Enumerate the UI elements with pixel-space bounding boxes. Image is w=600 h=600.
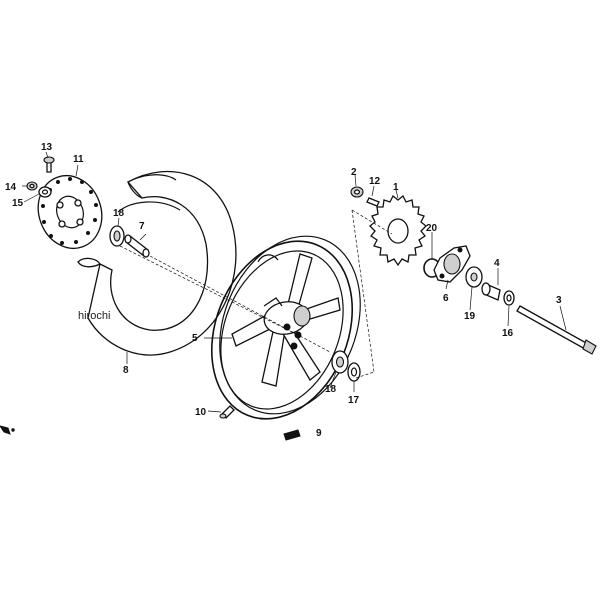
- callout-13: 13: [41, 142, 53, 153]
- callout-16: 16: [502, 328, 514, 339]
- callout-19: 19: [464, 311, 476, 322]
- assembly-guide-lines: [119, 209, 393, 379]
- callout-3: 3: [556, 295, 562, 306]
- brake-disc: [37, 175, 103, 249]
- leader-lines: [22, 151, 567, 413]
- callout-15: 15: [12, 198, 24, 209]
- tire: [77, 170, 237, 356]
- sprocket-nut: [350, 186, 364, 198]
- callout-9: 9: [316, 428, 322, 439]
- wheel: [210, 235, 361, 420]
- hub-bearing: [465, 266, 483, 288]
- axle-seal: [503, 290, 515, 306]
- callout-17: 17: [348, 395, 360, 406]
- watermark-text: hirochi: [78, 310, 110, 322]
- valve-stem: [219, 405, 235, 419]
- callout-11: 11: [73, 154, 84, 165]
- bearing-right: [331, 350, 349, 374]
- callout-18-left: 18: [113, 208, 125, 219]
- axle-collar: [481, 282, 501, 301]
- dust-seal: [347, 362, 361, 382]
- callout-18-right: 18: [325, 384, 337, 395]
- disc-washer: [38, 186, 52, 198]
- callout-8: 8: [123, 365, 129, 376]
- callout-20: 20: [426, 223, 438, 234]
- bearing-left: [109, 225, 125, 247]
- callout-2: 2: [351, 167, 357, 178]
- disc-nut: [26, 181, 38, 191]
- left-edge-arrow-icon: [0, 425, 15, 435]
- callout-14: 14: [5, 182, 17, 193]
- callout-6: 6: [443, 293, 449, 304]
- sprocket-hub: [433, 245, 471, 283]
- callout-1: 1: [393, 182, 399, 193]
- callout-10: 10: [195, 407, 207, 418]
- callout-5: 5: [192, 333, 198, 344]
- callout-7: 7: [139, 221, 145, 232]
- sprocket-bolt: [366, 197, 380, 207]
- callout-12: 12: [369, 176, 381, 187]
- callout-4: 4: [494, 258, 500, 269]
- disc-bolt: [43, 156, 55, 173]
- axle: [516, 305, 597, 355]
- distance-collar: [124, 234, 150, 258]
- balance-weight: [283, 429, 301, 441]
- sprocket: [369, 194, 427, 267]
